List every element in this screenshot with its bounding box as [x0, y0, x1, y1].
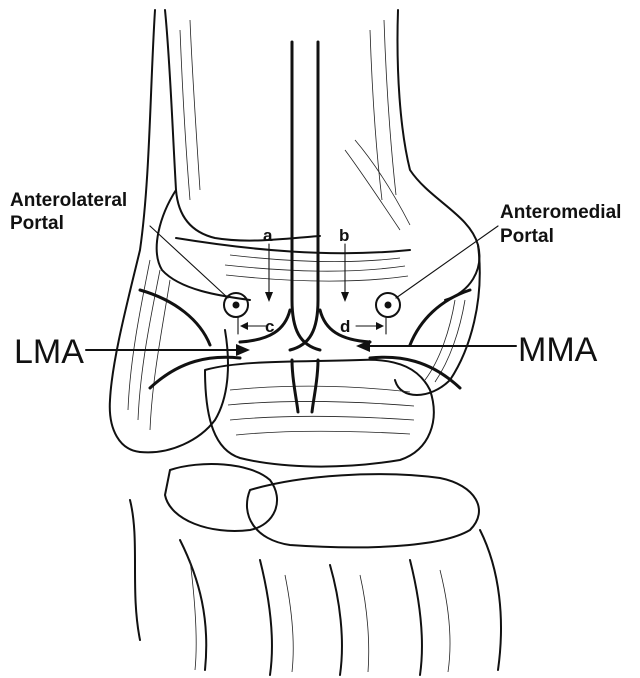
- label-d: d: [340, 317, 350, 336]
- label-a: a: [263, 226, 273, 245]
- label-lma: LMA: [14, 333, 84, 371]
- label-c: c: [265, 317, 274, 336]
- anterolateral-portal-label-line2: Portal: [10, 213, 64, 234]
- arrow-d: [356, 318, 386, 334]
- anteromedial-portal-label-line1: Anteromedial: [500, 202, 621, 223]
- arrow-c: [238, 318, 266, 334]
- lma-arrow: [86, 344, 250, 356]
- anterolateral-portal-marker: [224, 293, 248, 317]
- label-mma: MMA: [518, 331, 598, 369]
- joint-curves: [140, 290, 470, 388]
- anterolateral-portal-label-line1: Anterolateral: [10, 190, 127, 211]
- label-b: b: [339, 226, 349, 245]
- talus: [205, 360, 434, 467]
- instrument-lines: [290, 42, 320, 412]
- mma-arrow: [356, 340, 516, 352]
- anteromedial-leader: [396, 226, 498, 298]
- anteromedial-portal-label-line2: Portal: [500, 226, 554, 247]
- anteromedial-portal-marker: [376, 293, 400, 317]
- arrow-a: [265, 244, 273, 302]
- tarsal-bones: [130, 464, 501, 675]
